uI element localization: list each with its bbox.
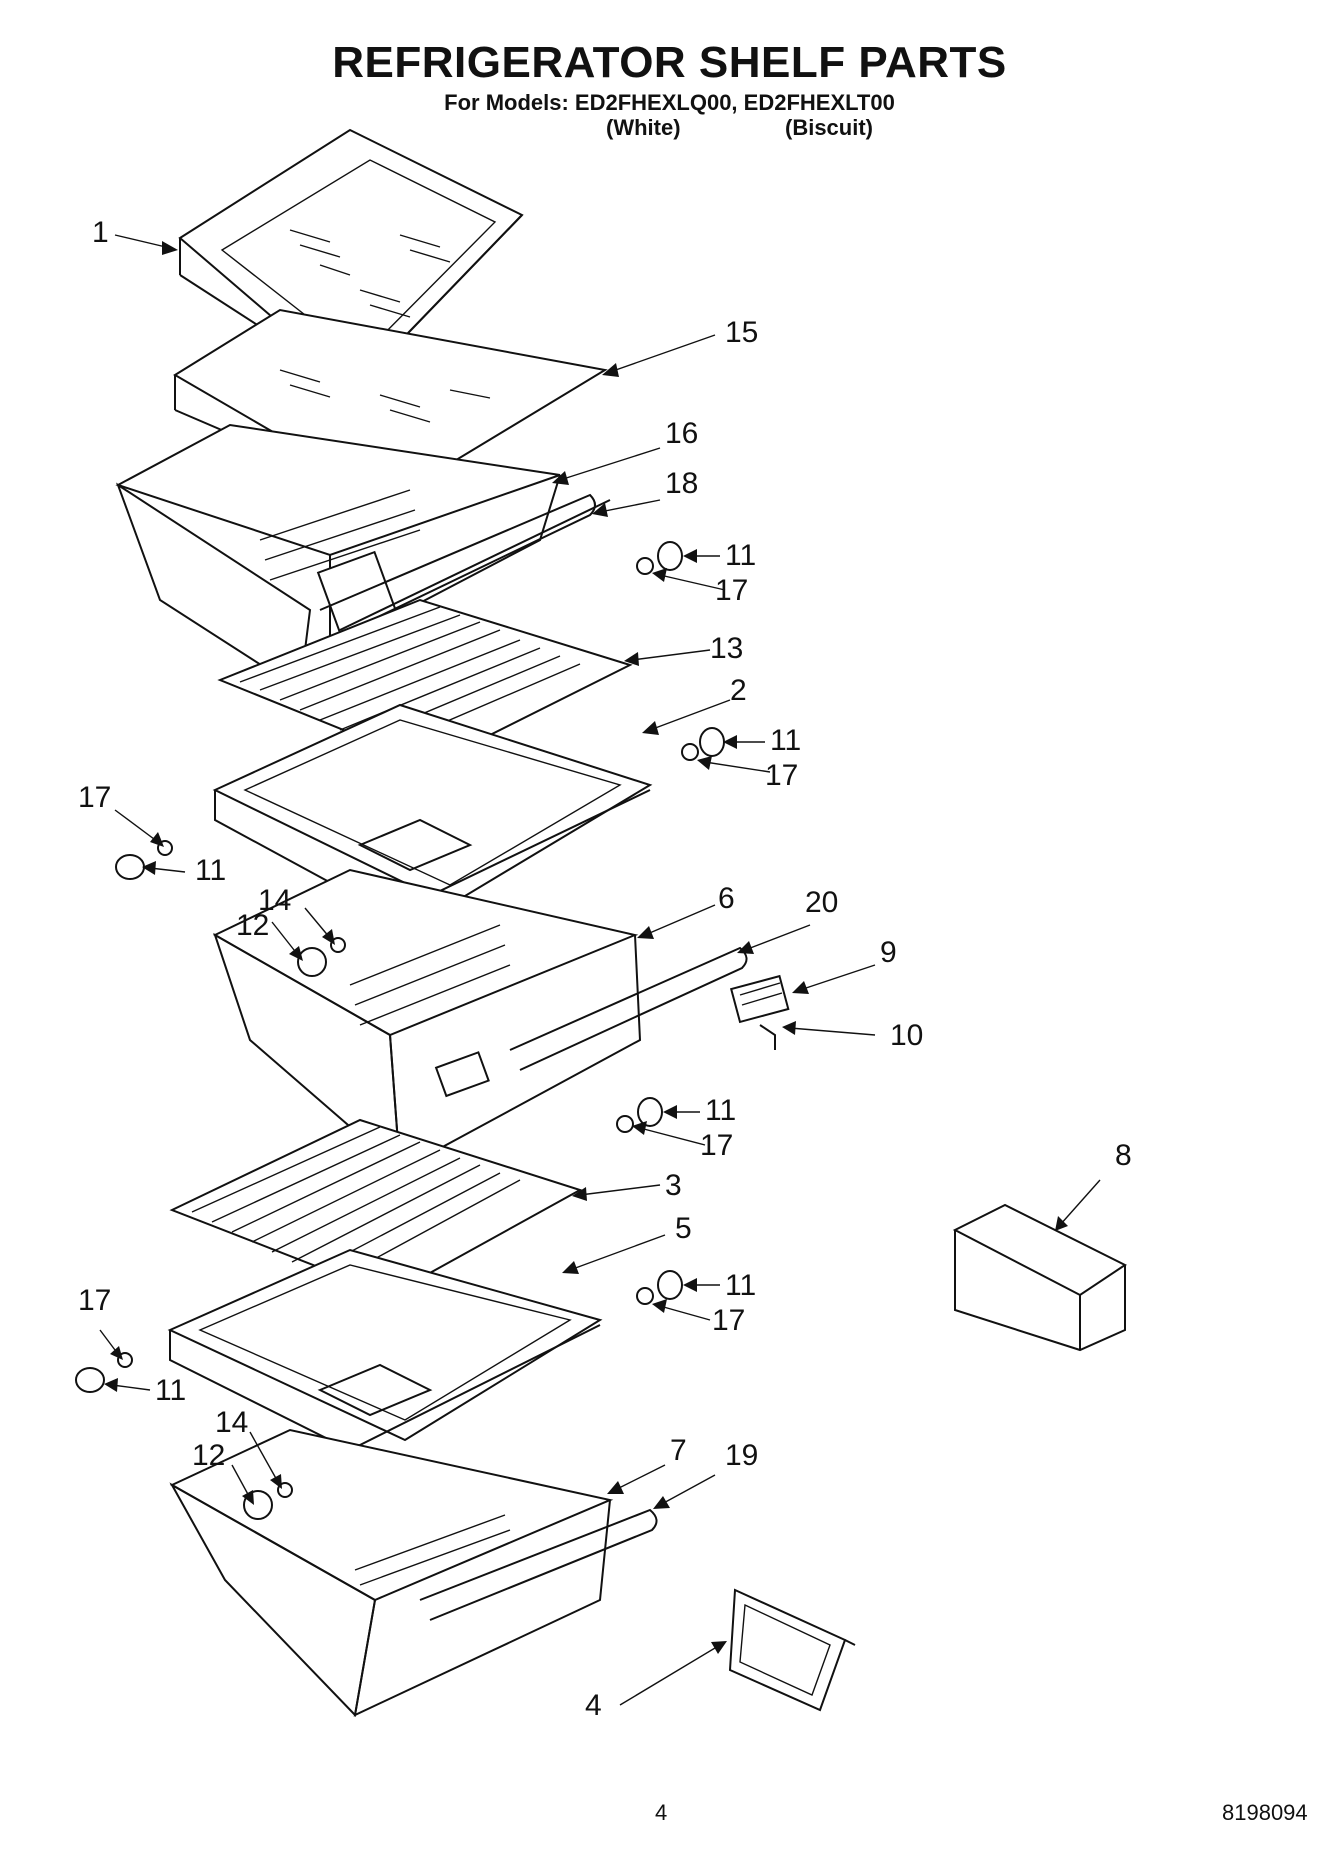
part-2-shelf-frame (212, 703, 653, 917)
callout-4: 4 (585, 1689, 602, 1722)
callout-17-a: 17 (715, 574, 748, 607)
callout-17-d: 17 (700, 1129, 733, 1162)
callout-10: 10 (890, 1019, 923, 1052)
callout-11-d: 11 (705, 1094, 736, 1127)
callout-17-b: 17 (765, 759, 798, 792)
part-7-crisper-drawer (169, 1428, 658, 1718)
callout-7: 7 (670, 1434, 687, 1467)
callout-11-e: 11 (725, 1269, 756, 1302)
callout-12-b: 12 (192, 1439, 225, 1472)
color-white-label: (White) (606, 115, 681, 140)
callout-8: 8 (1115, 1139, 1132, 1172)
part-5-shelf-frame (167, 1248, 603, 1452)
part-9-10-bracket (729, 974, 790, 1050)
color-biscuit-label: (Biscuit) (785, 115, 873, 140)
callout-17-c: 17 (78, 781, 111, 814)
callout-13: 13 (710, 632, 743, 665)
callout-17-f: 17 (78, 1284, 111, 1317)
callout-20: 20 (805, 886, 838, 919)
callout-16: 16 (665, 417, 698, 450)
callout-14-b: 14 (215, 1406, 248, 1439)
part-8-door-bin (952, 1203, 1127, 1352)
callout-2: 2 (730, 674, 747, 707)
callout-11-a: 11 (725, 539, 756, 572)
callout-12-a: 12 (236, 909, 269, 942)
callout-11-c: 11 (195, 854, 226, 887)
callout-5: 5 (675, 1212, 692, 1245)
callout-14-a: 14 (258, 884, 291, 917)
callout-19: 19 (725, 1439, 758, 1472)
part-6-crisper-drawer (212, 868, 748, 1173)
callout-15: 15 (725, 316, 758, 349)
page-title: REFRIGERATOR SHELF PARTS (332, 38, 1007, 87)
callout-1: 1 (92, 216, 109, 249)
fasteners (75, 541, 725, 1520)
callout-6: 6 (718, 882, 735, 915)
leader-lines (99, 234, 1101, 1706)
models-line: For Models: ED2FHEXLQ00, ED2FHEXLT00 (444, 90, 895, 115)
callout-9: 9 (880, 936, 897, 969)
callout-11-b: 11 (770, 724, 801, 757)
page-number: 4 (655, 1800, 668, 1825)
callout-17-e: 17 (712, 1304, 745, 1337)
part-4-cover (728, 1588, 856, 1712)
callout-numbers: 1 15 16 18 11 17 13 2 11 17 17 11 14 12 … (78, 216, 1132, 1722)
callout-11-f: 11 (155, 1374, 186, 1407)
callout-3: 3 (665, 1169, 682, 1202)
callout-18: 18 (665, 467, 698, 500)
document-number: 8198094 (1222, 1800, 1308, 1825)
